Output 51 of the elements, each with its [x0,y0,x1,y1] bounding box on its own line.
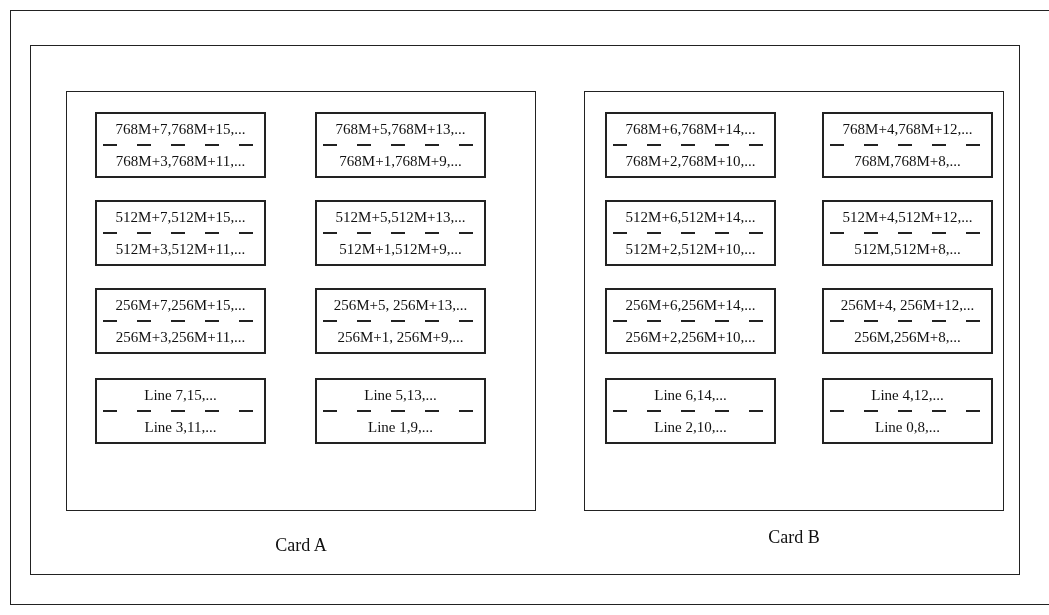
line-range-text: Line 4,12,... [870,385,945,405]
line-range-text: Line 3,11,... [143,417,218,437]
memory-box [822,378,993,444]
memory-box [822,112,993,178]
line-range-text: 768M+3,768M+11,... [114,151,247,171]
line-range-text: 512M+5,512M+13,... [334,207,467,227]
memory-box [95,378,266,444]
line-range-text: Line 2,10,... [653,417,728,437]
memory-box [315,378,486,444]
memory-box [95,112,266,178]
line-range-text: 768M+7,768M+15,... [114,119,247,139]
line-range-text: 512M+7,512M+15,... [114,207,247,227]
line-range-text: 768M+5,768M+13,... [334,119,467,139]
line-range-text: 768M,768M+8,... [853,151,962,171]
line-range-text: 256M,256M+8,... [853,327,962,347]
line-range-text: 768M+6,768M+14,... [624,119,757,139]
line-range-text: 512M+3,512M+11,... [114,239,247,259]
line-range-text: 256M+7,256M+15,... [114,295,247,315]
line-range-text: 512M,512M+8,... [853,239,962,259]
line-range-text: Line 1,9,... [367,417,434,437]
memory-box [822,200,993,266]
memory-box [605,200,776,266]
line-range-text: 256M+4, 256M+12,... [839,295,976,315]
line-range-text: 512M+6,512M+14,... [624,207,757,227]
memory-box [822,288,993,354]
line-range-text: Line 7,15,... [143,385,218,405]
line-range-text: 256M+2,256M+10,... [624,327,757,347]
memory-box [315,112,486,178]
line-range-text: Line 6,14,... [653,385,728,405]
line-range-text: 768M+1,768M+9,... [338,151,463,171]
line-range-text: 256M+3,256M+11,... [114,327,247,347]
memory-box [95,288,266,354]
line-range-text: 512M+1,512M+9,... [338,239,463,259]
line-range-text: 768M+4,768M+12,... [841,119,974,139]
memory-box [315,200,486,266]
line-range-text: 256M+6,256M+14,... [624,295,757,315]
line-range-text: Line 0,8,... [874,417,941,437]
line-range-text: 256M+1, 256M+9,... [336,327,465,347]
line-range-text: 512M+4,512M+12,... [841,207,974,227]
card-label: Card A [275,535,327,556]
memory-box [605,288,776,354]
memory-box [605,112,776,178]
memory-box [605,378,776,444]
line-range-text: 256M+5, 256M+13,... [332,295,469,315]
memory-box [315,288,486,354]
outer-frame [30,45,1020,575]
card-label: Card B [768,527,820,548]
memory-box [95,200,266,266]
line-range-text: Line 5,13,... [363,385,438,405]
line-range-text: 512M+2,512M+10,... [624,239,757,259]
line-range-text: 768M+2,768M+10,... [624,151,757,171]
